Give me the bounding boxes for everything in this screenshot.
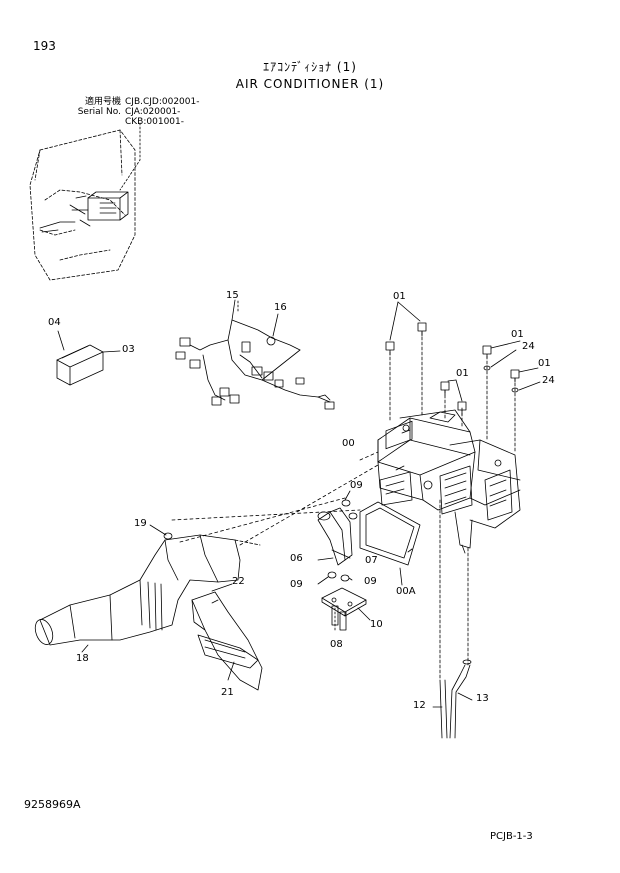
callout-09: 09 (350, 480, 363, 491)
callout-16: 16 (274, 302, 287, 313)
callout-22: 22 (232, 576, 245, 587)
part-03-04-cover (56, 330, 121, 386)
assembly-leader-lines (171, 451, 379, 546)
part-10-bracket (321, 587, 371, 621)
callout-08: 08 (330, 639, 343, 650)
washers-24 (483, 349, 541, 393)
callout-06: 06 (290, 553, 303, 564)
callout-19: 19 (134, 518, 147, 529)
callout-01: 01 (456, 368, 469, 379)
serial-value: CJB.CJD:002001- (125, 97, 200, 107)
drawing-number: 9258969A (24, 798, 81, 811)
title-english: AIR CONDITIONER (1) (235, 77, 385, 91)
callout-00: 00 (342, 438, 355, 449)
callout-01: 01 (393, 291, 406, 302)
serial-label: 適用号機 (84, 97, 121, 107)
callout-13: 13 (476, 693, 489, 704)
serial-row: Serial No. CJA:020001- (55, 107, 199, 117)
callout-10: 10 (370, 619, 383, 630)
part-15-harness (175, 299, 335, 410)
page-code: PCJB-1-3 (490, 831, 533, 842)
callout-00A: 00A (396, 586, 416, 597)
part-21-22-duct (191, 583, 263, 691)
serial-applicability: 適用号機 CJB.CJD:002001- Serial No. CJA:020001… (55, 97, 200, 127)
serial-row: 適用号機 CJB.CJD:002001- (55, 97, 200, 107)
serial-value: CJA:020001- (125, 107, 181, 117)
part-00-ac-unit (377, 331, 521, 681)
callout-03: 03 (122, 344, 135, 355)
bolts-01 (385, 301, 539, 416)
callout-01: 01 (538, 358, 551, 369)
serial-leader-line (119, 122, 141, 191)
callout-21: 21 (221, 687, 234, 698)
part-18-duct (34, 524, 261, 653)
studs-08 (331, 605, 347, 633)
part-06-07-hose (317, 507, 353, 566)
callout-24: 24 (542, 375, 555, 386)
clamps-09 (317, 490, 358, 585)
serial-value: CKB:001001- (125, 117, 184, 127)
callout-01: 01 (511, 329, 524, 340)
callout-09: 09 (290, 579, 303, 590)
cab-ac-unit-highlight (39, 191, 129, 233)
callout-04: 04 (48, 317, 61, 328)
cab-location-inset (29, 129, 136, 281)
serial-row: CKB:001001- (55, 117, 199, 127)
page-number: 193 (33, 39, 56, 53)
callout-24: 24 (522, 341, 535, 352)
part-00A-filter (359, 501, 421, 586)
serial-label: Serial No. (77, 107, 121, 117)
callout-18: 18 (76, 653, 89, 664)
callout-07: 07 (365, 555, 378, 566)
part-12-13-hoses (432, 659, 473, 739)
callout-15: 15 (226, 290, 239, 301)
callout-12: 12 (413, 700, 426, 711)
title-japanese: ｴｱｺﾝﾃﾞｨｼｮﾅ (1) (263, 60, 357, 74)
callout-09: 09 (364, 576, 377, 587)
